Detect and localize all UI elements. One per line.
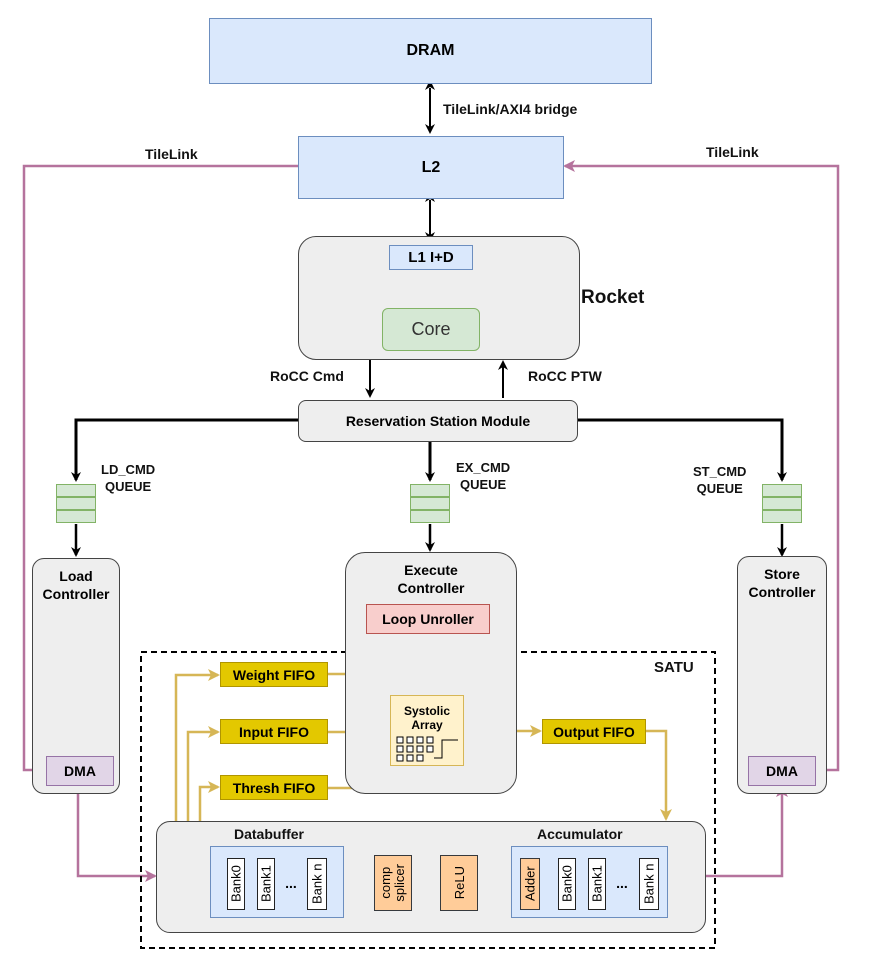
databuffer-weight-wire	[174, 669, 220, 822]
rs-ld-arrow	[71, 418, 298, 482]
ex-cmd-queue	[410, 484, 450, 523]
tilelink-right-label: TileLink	[706, 144, 759, 160]
tilelink-left-label: TileLink	[145, 146, 198, 162]
rocket-label: Rocket	[581, 287, 645, 308]
output-fifo-block: Output FIFO	[542, 719, 646, 744]
weight-fifo-block: Weight FIFO	[220, 662, 328, 687]
output-accumulator-wire	[646, 729, 672, 821]
dma-right-block: DMA	[748, 756, 816, 786]
tilelink-right-wire	[563, 160, 840, 772]
rocc-ptw-label: RoCC PTW	[528, 368, 602, 384]
databuffer-bank1: Bank1	[257, 858, 275, 910]
satu-region	[140, 651, 716, 949]
dram-label: DRAM	[406, 42, 455, 59]
dram-block: DRAM	[209, 18, 652, 84]
relu-label: ReLU	[451, 866, 467, 900]
dma-left-block: DMA	[46, 756, 114, 786]
core-block: Core	[382, 308, 480, 351]
accumulator-bank0: Bank0	[558, 858, 576, 910]
l2-label: L2	[421, 158, 441, 176]
accumulator-dma-wire	[706, 785, 788, 878]
input-fifo-label: Input FIFO	[239, 723, 309, 740]
accumulator-ellipsis: ...	[616, 875, 628, 891]
l1-label: L1 I+D	[408, 249, 454, 266]
accumulator-bank1: Bank1	[588, 858, 606, 910]
rs-st-arrow	[578, 418, 787, 482]
core-label: Core	[411, 319, 451, 339]
databuffer-input-wire	[186, 726, 220, 822]
ld-cmd-queue	[56, 484, 96, 523]
databuffer-banks: Bank0 Bank1 ... Bank n	[210, 846, 344, 918]
input-fifo-block: Input FIFO	[220, 719, 328, 744]
st-cmd-queue	[762, 484, 802, 523]
reservation-station-block: Reservation Station Module	[298, 400, 578, 442]
dma-left-label: DMA	[64, 763, 96, 779]
thresh-fifo-label: Thresh FIFO	[232, 779, 316, 796]
l2-block: L2	[298, 136, 564, 199]
databuffer-label: Databuffer	[234, 826, 305, 842]
databuffer-ellipsis: ...	[285, 875, 297, 891]
adder-block: Adder	[520, 858, 540, 910]
dma-right-label: DMA	[766, 763, 798, 779]
reservation-station-label: Reservation Station Module	[345, 413, 531, 429]
l1-cache-block: L1 I+D	[389, 245, 473, 270]
systolic-grid-icon	[396, 736, 458, 762]
bridge-label: TileLink/AXI4 bridge	[443, 101, 578, 117]
accumulator-label: Accumulator	[537, 826, 623, 842]
databuffer-thresh-wire	[198, 781, 220, 822]
databuffer-bank0: Bank0	[227, 858, 245, 910]
relu-block: ReLU	[440, 855, 478, 911]
rocc-cmd-label: RoCC Cmd	[270, 368, 344, 384]
loop-unroller-label: Loop Unroller	[382, 611, 474, 627]
dma-databuffer-wire	[76, 784, 157, 882]
thresh-fifo-block: Thresh FIFO	[220, 775, 328, 800]
loop-unroller-block: Loop Unroller	[366, 604, 490, 634]
output-fifo-label: Output FIFO	[553, 723, 635, 740]
databuffer-bankn: Bank n	[307, 858, 327, 910]
accumulator-bankn: Bank n	[639, 858, 659, 910]
accumulator-banks: Adder Bank0 Bank1 ... Bank n	[511, 846, 668, 918]
weight-fifo-label: Weight FIFO	[232, 666, 316, 683]
satu-label: SATU	[654, 659, 694, 676]
